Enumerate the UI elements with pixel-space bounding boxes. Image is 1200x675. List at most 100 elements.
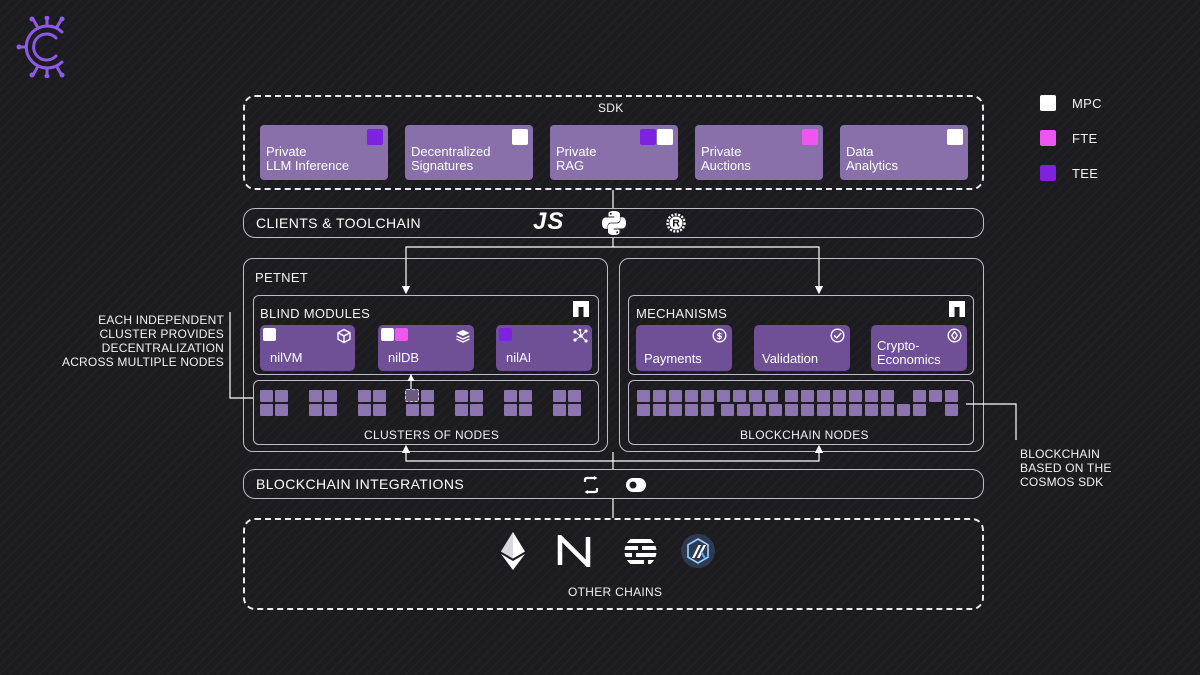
petnet-title: PETNET xyxy=(255,270,309,285)
blockchain-node xyxy=(849,390,862,402)
blockchain-node xyxy=(717,390,730,402)
cluster-node xyxy=(421,404,434,416)
module-nilvm[interactable]: nilVM xyxy=(260,325,355,371)
nillion-logo-icon xyxy=(949,301,965,317)
svg-text:$: $ xyxy=(716,332,722,342)
blockchain-integrations-title: BLOCKCHAIN INTEGRATIONS xyxy=(256,476,465,492)
cluster-node xyxy=(358,390,371,402)
petnet-section xyxy=(243,258,608,452)
legend-tee-label: TEE xyxy=(1072,166,1099,181)
blockchain-node xyxy=(913,390,926,402)
blockchain-node xyxy=(785,404,798,416)
cluster-node xyxy=(455,390,468,402)
blockchain-node xyxy=(865,404,878,416)
layers-icon xyxy=(456,330,470,343)
blockchain-node xyxy=(733,390,746,402)
blockchain-node xyxy=(653,390,666,402)
cluster-node xyxy=(324,404,337,416)
ethereum-icon xyxy=(501,532,525,570)
blockchain-node xyxy=(833,404,846,416)
mechanism-crypto-economics[interactable]: Crypto-Economics xyxy=(871,325,967,371)
blind-modules-title: BLIND MODULES xyxy=(260,306,371,321)
python-icon xyxy=(602,211,626,235)
mechanism-payments[interactable]: $ Payments xyxy=(636,325,732,371)
blockchain-node xyxy=(753,404,766,416)
blockchain-node xyxy=(801,390,814,402)
sdk-title: SDK xyxy=(598,101,624,115)
blockchain-section xyxy=(619,258,984,452)
legend-fte-swatch xyxy=(1040,130,1056,146)
toggle-icon xyxy=(626,478,646,492)
cluster-node xyxy=(260,404,273,416)
clients-toolchain-title: CLIENTS & TOOLCHAIN xyxy=(256,215,422,231)
neural-network-icon xyxy=(573,328,588,343)
cluster-node xyxy=(519,390,532,402)
blockchain-integrations-bar xyxy=(243,469,984,499)
module-nilai[interactable]: nilAI xyxy=(496,325,592,371)
mechanism-validation[interactable]: Validation xyxy=(754,325,850,371)
blockchain-node xyxy=(865,390,878,402)
blockchain-node xyxy=(669,390,682,402)
blockchain-node xyxy=(881,390,894,402)
rust-icon xyxy=(666,213,686,233)
cluster-node xyxy=(275,404,288,416)
blockchain-node xyxy=(653,404,666,416)
cluster-node xyxy=(324,390,337,402)
cluster-node xyxy=(260,390,273,402)
cluster-node xyxy=(275,390,288,402)
near-icon xyxy=(557,535,591,567)
blockchain-node xyxy=(737,404,750,416)
cluster-node xyxy=(309,390,322,402)
legend-fte-label: FTE xyxy=(1072,131,1098,146)
blockchain-node xyxy=(685,404,698,416)
highlighted-node xyxy=(405,389,419,402)
blockchain-node xyxy=(637,390,650,402)
sdk-section xyxy=(243,95,984,190)
cluster-node xyxy=(373,390,386,402)
legend-mpc-label: MPC xyxy=(1072,96,1102,111)
javascript-icon: JS xyxy=(533,208,565,235)
mechanisms-panel xyxy=(628,295,974,375)
cluster-node xyxy=(519,404,532,416)
blockchain-node xyxy=(929,390,942,402)
other-chains-section xyxy=(243,518,984,610)
check-circle-icon xyxy=(830,328,845,343)
blockchain-node xyxy=(701,404,714,416)
crypto-coin-icon xyxy=(947,328,962,343)
clusters-of-nodes-label: CLUSTERS OF NODES xyxy=(364,428,500,442)
blockchain-node xyxy=(897,404,910,416)
arbitrum-icon xyxy=(681,534,715,568)
blockchain-node xyxy=(945,390,958,402)
blockchain-node xyxy=(945,404,958,416)
clients-toolchain-bar xyxy=(243,208,984,238)
cluster-node xyxy=(568,404,581,416)
cluster-node xyxy=(504,404,517,416)
blockchain-node xyxy=(685,390,698,402)
sync-arrows-icon xyxy=(583,476,599,494)
brand-logo xyxy=(16,16,65,78)
blockchain-node xyxy=(833,390,846,402)
cluster-node xyxy=(309,404,322,416)
blockchain-node xyxy=(913,404,926,416)
cluster-node xyxy=(358,404,371,416)
cluster-node xyxy=(553,390,566,402)
blockchain-nodes-label: BLOCKCHAIN NODES xyxy=(740,428,869,442)
cluster-node xyxy=(406,404,419,416)
blockchain-node xyxy=(817,404,830,416)
dollar-coin-icon: $ xyxy=(712,328,727,343)
blind-modules-panel xyxy=(253,295,599,375)
blockchain-node xyxy=(765,390,778,402)
blockchain-node xyxy=(881,404,894,416)
blockchain-node xyxy=(637,404,650,416)
module-nildb[interactable]: nilDB xyxy=(378,325,474,371)
blockchain-node xyxy=(749,390,762,402)
blockchain-node xyxy=(669,404,682,416)
